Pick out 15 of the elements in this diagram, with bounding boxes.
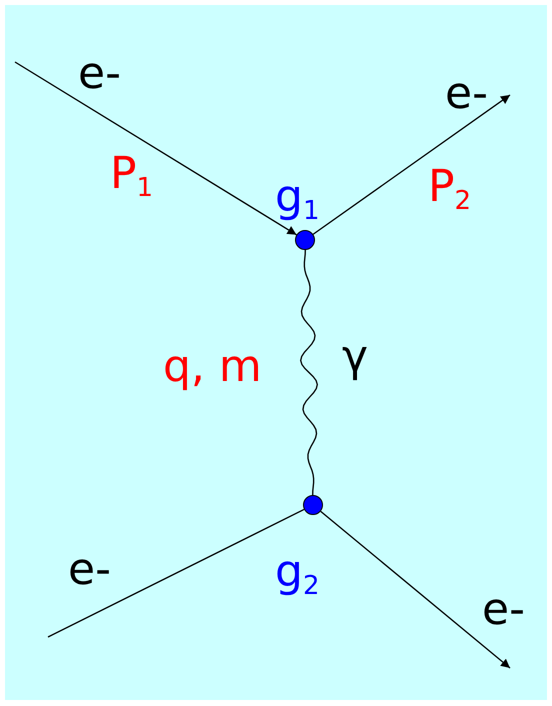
- photon-line: [300, 250, 318, 496]
- momentum-label: q, m: [163, 345, 262, 389]
- momentum-label: P$_{2}$: [428, 165, 472, 214]
- arrow: [14, 61, 297, 236]
- arrow: [312, 94, 510, 235]
- edge-label: γ: [342, 335, 368, 379]
- edge-label: e-: [445, 72, 488, 116]
- line: [48, 508, 304, 638]
- momentum-label: P$_{1}$: [110, 152, 154, 201]
- vertex-label: g$_{1}$: [275, 175, 320, 224]
- edge-label: e-: [78, 52, 121, 96]
- vertex-label: g$_{2}$: [275, 550, 320, 599]
- edge-label: e-: [482, 588, 525, 632]
- arrow: [320, 510, 510, 668]
- edge-label: e-: [68, 548, 111, 592]
